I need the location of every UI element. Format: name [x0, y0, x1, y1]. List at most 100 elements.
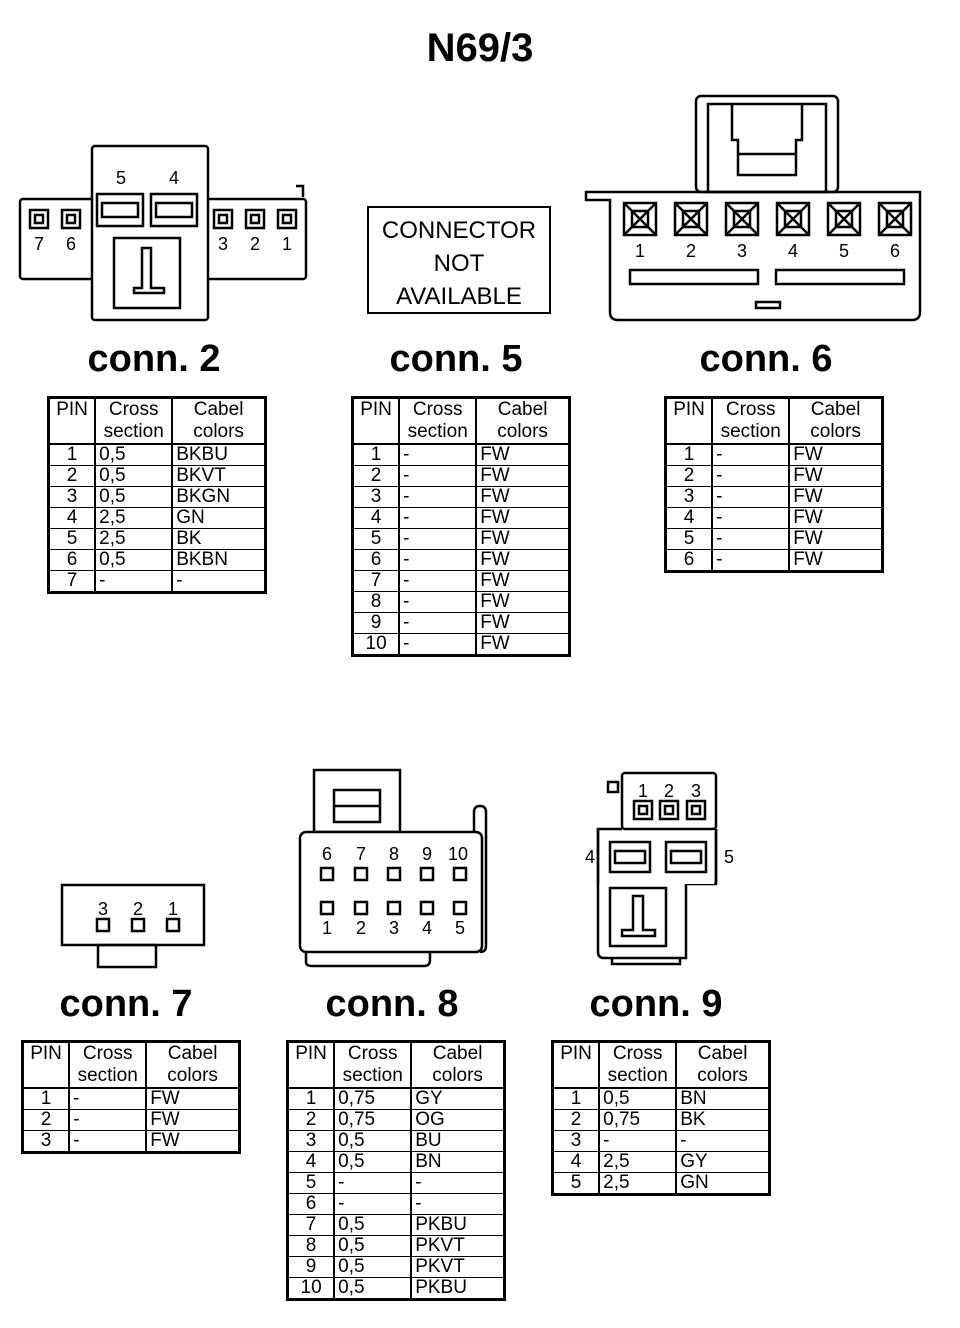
conn-8-pin-squares: [319, 866, 468, 916]
color-cell: FW: [475, 528, 570, 550]
cross-section-cell: -: [711, 486, 790, 508]
conn-2-pin-label: 7: [34, 234, 44, 254]
cross-section-cell: 0,75: [333, 1088, 412, 1110]
cross-section-cell: -: [398, 465, 477, 487]
cross-section-cell: -: [398, 444, 477, 466]
table-row: 1-FW: [666, 444, 883, 466]
color-cell: -: [410, 1172, 505, 1194]
color-cell: -: [675, 1130, 770, 1152]
color-cell: FW: [788, 507, 883, 529]
pin-cell: 9: [287, 1256, 335, 1278]
color-cell: BKVT: [171, 465, 266, 487]
conn-6-pin-label: 1: [635, 241, 645, 261]
conn-6-drawing: [584, 94, 922, 322]
conn-6-pin-label: 3: [737, 241, 747, 261]
conn-6-pin-label: 4: [788, 241, 798, 261]
cross-section-cell: -: [398, 549, 477, 571]
conn-9-pin-label: 1: [638, 781, 648, 801]
pin-cell: 8: [287, 1235, 335, 1257]
conn-2-pin-label: 3: [218, 234, 228, 254]
color-cell: FW: [145, 1088, 240, 1110]
cross-section-cell: -: [398, 528, 477, 550]
conn-2-pin-squares: [28, 208, 298, 230]
cross-section-cell: -: [398, 591, 477, 613]
pin-cell: 6: [352, 549, 400, 571]
pin-cell: 2: [22, 1109, 70, 1131]
cross-section-cell: -: [398, 570, 477, 592]
pin-cell: 4: [352, 507, 400, 529]
cross-section-cell: -: [711, 507, 790, 529]
cross-section-cell: -: [711, 528, 790, 550]
color-cell: FW: [788, 444, 883, 466]
pin-cell: 5: [665, 528, 713, 550]
connector-not-available-box: CONNECTOR NOT AVAILABLE: [367, 206, 551, 314]
table-row: 3--: [552, 1130, 770, 1152]
table-row: 2-FW: [22, 1109, 240, 1131]
pin-cell: 3: [22, 1130, 70, 1153]
conn-8-pin-label: 7: [356, 844, 366, 864]
color-cell: PKVT: [410, 1235, 505, 1257]
pin-header: PIN: [552, 1041, 600, 1089]
color-cell: BKBU: [171, 444, 266, 466]
color-cell: FW: [145, 1109, 240, 1131]
table-row: 4-FW: [665, 507, 883, 529]
conn-9-label: conn. 9: [589, 983, 723, 1025]
table-row: 3-FW: [22, 1130, 240, 1153]
conn-8-pin-label: 10: [448, 844, 468, 864]
pin-cell: 9: [352, 612, 400, 634]
color-cell: FW: [475, 612, 570, 634]
table-row: 2-FW: [665, 465, 883, 487]
cross-section-cell: -: [598, 1130, 677, 1152]
table-row: 6-FW: [352, 549, 570, 571]
conn-2-pin-label: 2: [250, 234, 260, 254]
table-row: 3-FW: [352, 486, 570, 508]
cross-section-cell: -: [711, 465, 790, 487]
cross-section-cell: 0,5: [94, 465, 173, 487]
conn-6-pin-label: 2: [686, 241, 696, 261]
cross-section-cell: 0,75: [598, 1109, 677, 1131]
color-cell: BKBN: [171, 549, 266, 571]
conn-6-pin-squares: [622, 201, 913, 237]
conn-8-pin-label: 3: [389, 918, 399, 938]
cross-section-cell: 0,5: [94, 486, 173, 508]
pin-cell: 3: [665, 486, 713, 508]
conn-2-drawing: [18, 144, 308, 322]
color-cell: FW: [788, 465, 883, 487]
conn-2-pin-label: 1: [282, 234, 292, 254]
color-cell: FW: [475, 633, 570, 656]
conn-6-label: conn. 6: [699, 338, 833, 380]
cross-section-cell: 0,5: [94, 549, 173, 571]
color-cell: FW: [475, 465, 570, 487]
pin-cell: 5: [352, 528, 400, 550]
pin-header: PIN: [352, 397, 400, 445]
color-cell: OG: [410, 1109, 505, 1131]
color-cell: -: [171, 570, 266, 593]
color-cell: FW: [475, 507, 570, 529]
cross-section-cell: 0,5: [333, 1151, 412, 1173]
cross-section-cell: 2,5: [94, 528, 173, 550]
color-cell: PKBU: [410, 1214, 505, 1236]
pin-cell: 4: [552, 1151, 600, 1173]
cross-section-cell: -: [398, 612, 477, 634]
pin-cell: 5: [48, 528, 96, 550]
cross-section-cell: -: [398, 507, 477, 529]
cross-section-cell: 2,5: [598, 1172, 677, 1195]
page-title: N69/3: [426, 26, 534, 70]
pin-cell: 5: [552, 1172, 600, 1195]
color-cell: GN: [675, 1172, 770, 1195]
conn-2-pin-label: 6: [66, 234, 76, 254]
